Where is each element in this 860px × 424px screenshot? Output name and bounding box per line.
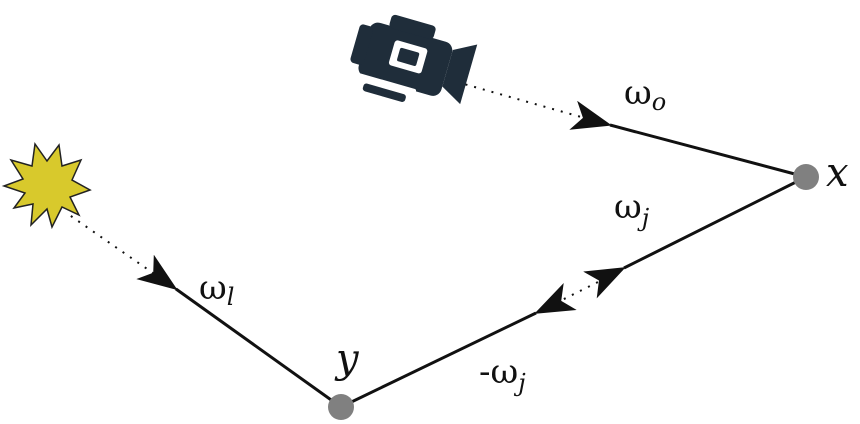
point-y-label: y	[334, 336, 360, 382]
label-omega-o: ωo	[624, 73, 666, 116]
arrow-omega-l	[136, 254, 342, 409]
arrow-omega-o	[569, 100, 807, 179]
label-omega-j: ωj	[614, 187, 650, 232]
label-neg-omega-j: -ωj	[479, 352, 526, 397]
arrow-omega-j	[583, 175, 807, 299]
point-x-label: x	[826, 150, 849, 196]
view-ray-dotted	[463, 83, 607, 125]
point-y	[328, 394, 354, 420]
connection-ray-dotted	[539, 269, 623, 312]
video-camera-icon	[350, 14, 478, 105]
label-omega-l: ωl	[199, 268, 234, 311]
arrow-neg-omega-j	[340, 282, 577, 409]
light-ray-dotted	[67, 213, 177, 290]
point-x	[793, 164, 819, 190]
light-source-icon	[1, 142, 92, 230]
